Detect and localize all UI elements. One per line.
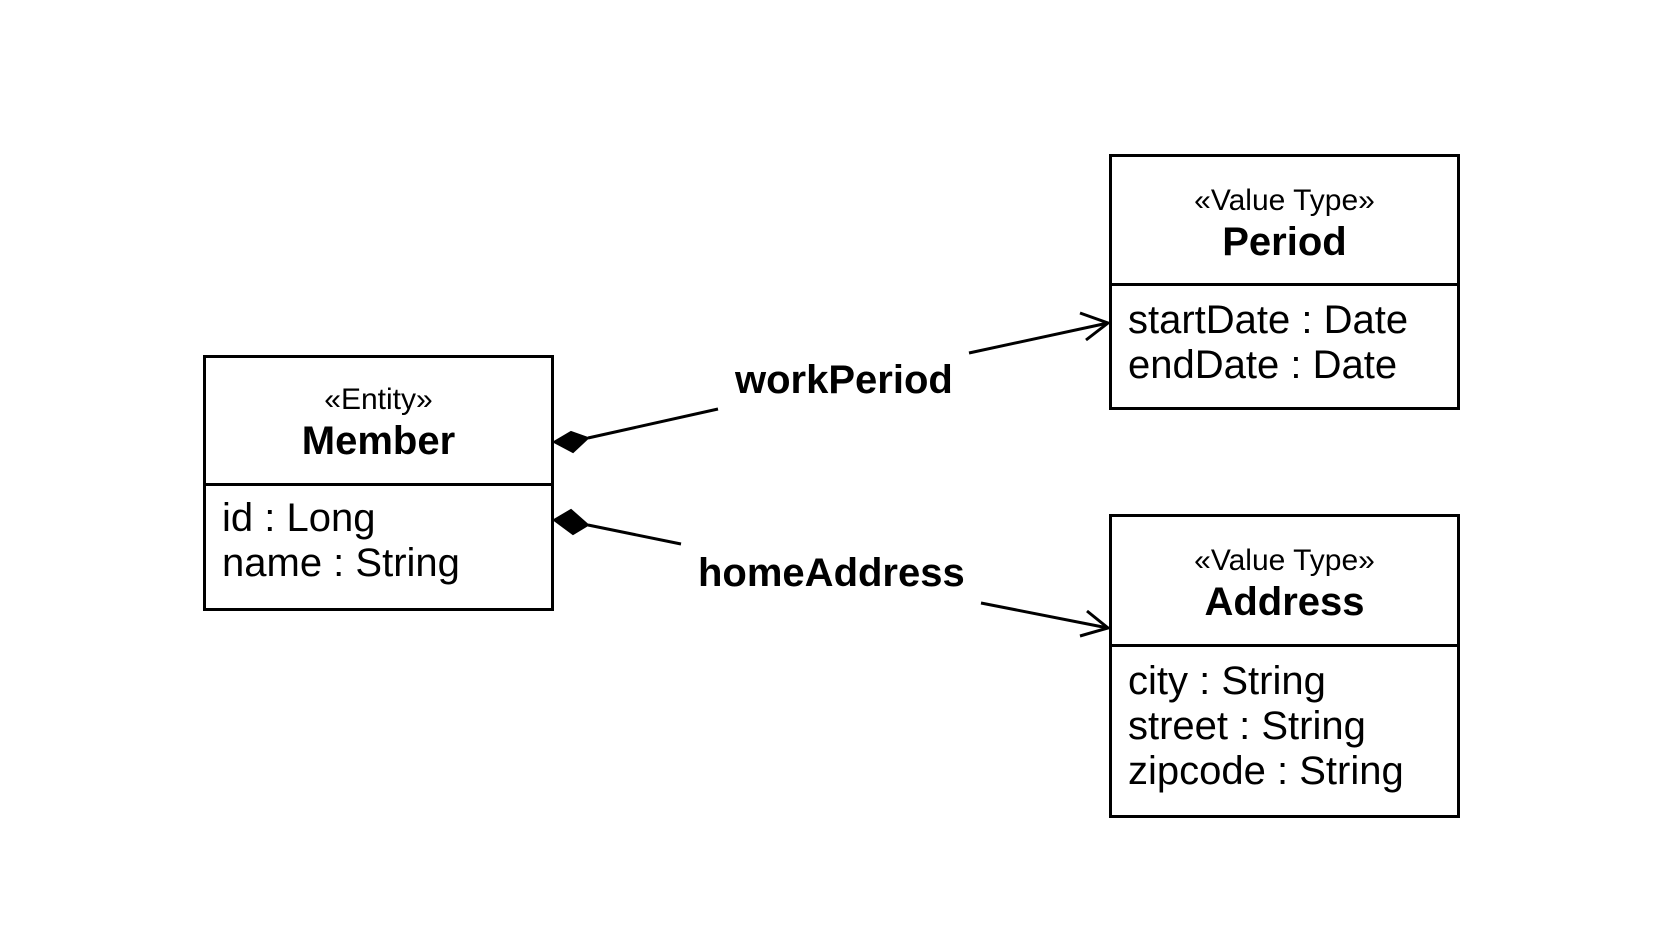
association-line-homeaddress-end: [980, 601, 1109, 630]
member-class-header: «Entity» Member: [206, 358, 551, 486]
period-stereotype: «Value Type»: [1194, 184, 1375, 217]
association-line-workperiod-end: [968, 321, 1109, 355]
member-attribute-list: id : Long name : String: [206, 486, 551, 586]
period-class-box[interactable]: «Value Type» Period startDate : Date end…: [1109, 154, 1460, 410]
period-class-header: «Value Type» Period: [1112, 157, 1457, 286]
address-attribute-zipcode: zipcode : String: [1128, 749, 1404, 793]
address-class-header: «Value Type» Address: [1112, 517, 1457, 647]
member-stereotype: «Entity»: [324, 383, 433, 416]
period-attribute-list: startDate : Date endDate : Date: [1112, 286, 1457, 388]
composition-diamond-workperiod: [551, 430, 590, 454]
member-class-box[interactable]: «Entity» Member id : Long name : String: [203, 355, 554, 611]
address-class-box[interactable]: «Value Type» Address city : String stree…: [1109, 514, 1460, 818]
association-line-homeaddress-start: [587, 523, 682, 546]
member-attribute-name: name : String: [222, 541, 460, 585]
address-attribute-list: city : String street : String zipcode : …: [1112, 647, 1457, 794]
address-stereotype: «Value Type»: [1194, 544, 1375, 577]
member-attribute-id: id : Long: [222, 496, 376, 540]
composition-diamond-homeaddress: [552, 508, 590, 536]
period-attribute-enddate: endDate : Date: [1128, 343, 1398, 387]
association-line-workperiod-start: [587, 407, 719, 440]
address-attribute-city: city : String: [1128, 659, 1326, 703]
period-class-name: Period: [1222, 220, 1347, 264]
address-attribute-street: street : String: [1128, 704, 1366, 748]
member-class-name: Member: [301, 419, 456, 463]
association-label-workperiod: workPeriod: [735, 358, 953, 402]
navigation-arrowhead-workperiod: [1079, 311, 1112, 342]
address-class-name: Address: [1204, 580, 1365, 624]
navigation-arrowhead-homeaddress: [1079, 609, 1112, 638]
association-label-homeaddress: homeAddress: [698, 551, 965, 595]
period-attribute-startdate: startDate : Date: [1128, 298, 1409, 342]
